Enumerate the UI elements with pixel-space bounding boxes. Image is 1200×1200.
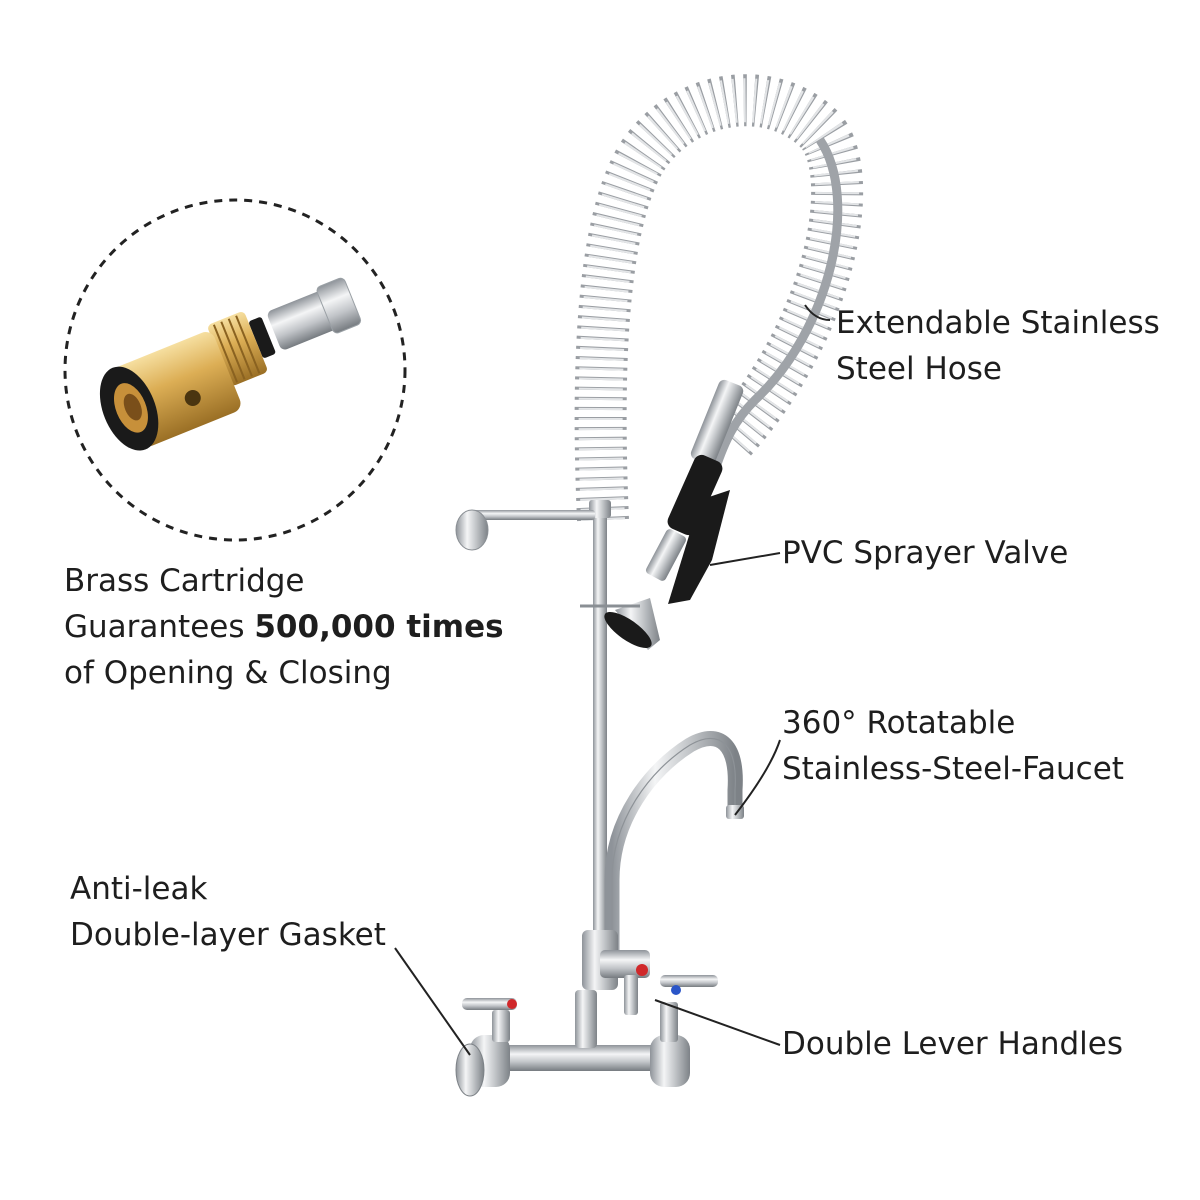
valve-body [582, 930, 650, 1015]
swivel-faucet-spout [604, 731, 744, 958]
cartridge-line-3: of Opening & Closing [64, 655, 392, 691]
handles-label: Double Lever Handles [782, 1021, 1123, 1067]
brass-cartridge-label: Brass Cartridge Guarantees 500,000 times… [64, 558, 504, 696]
callout-leader-lines [394, 304, 831, 1056]
faucet-line-1: 360° Rotatable [782, 705, 1016, 741]
gasket-label: Anti-leak Double-layer Gasket [70, 866, 386, 958]
pvc-sprayer-valve-icon [580, 379, 744, 650]
handles-line-1: Double Lever Handles [782, 1026, 1123, 1062]
hose-label: Extendable Stainless Steel Hose [836, 300, 1160, 392]
cartridge-line-2-bold: 500,000 times [254, 609, 504, 645]
sprayer-line-1: PVC Sprayer Valve [782, 535, 1069, 571]
stainless-hose [710, 137, 843, 472]
brass-cartridge-icon [99, 277, 362, 451]
cartridge-line-2: Guarantees 500,000 times [64, 604, 504, 650]
cartridge-line-1: Brass Cartridge [64, 563, 305, 599]
cartridge-inset [63, 198, 407, 542]
riser-pipe [593, 505, 607, 955]
hose-line-1: Extendable Stainless [836, 305, 1160, 341]
dashed-circle [63, 198, 407, 542]
sprayer-label: PVC Sprayer Valve [782, 530, 1068, 576]
faucet-label: 360° Rotatable Stainless-Steel-Faucet [782, 700, 1124, 792]
hose-line-2: Steel Hose [836, 351, 1002, 387]
gasket-line-1: Anti-leak [70, 871, 208, 907]
gasket-line-2: Double-layer Gasket [70, 917, 386, 953]
wall-mount-base [455, 975, 718, 1097]
wall-bracket [455, 509, 595, 551]
coil-spring [574, 74, 864, 522]
cartridge-line-2-prefix: Guarantees [64, 609, 255, 645]
faucet-line-2: Stainless-Steel-Faucet [782, 751, 1124, 787]
